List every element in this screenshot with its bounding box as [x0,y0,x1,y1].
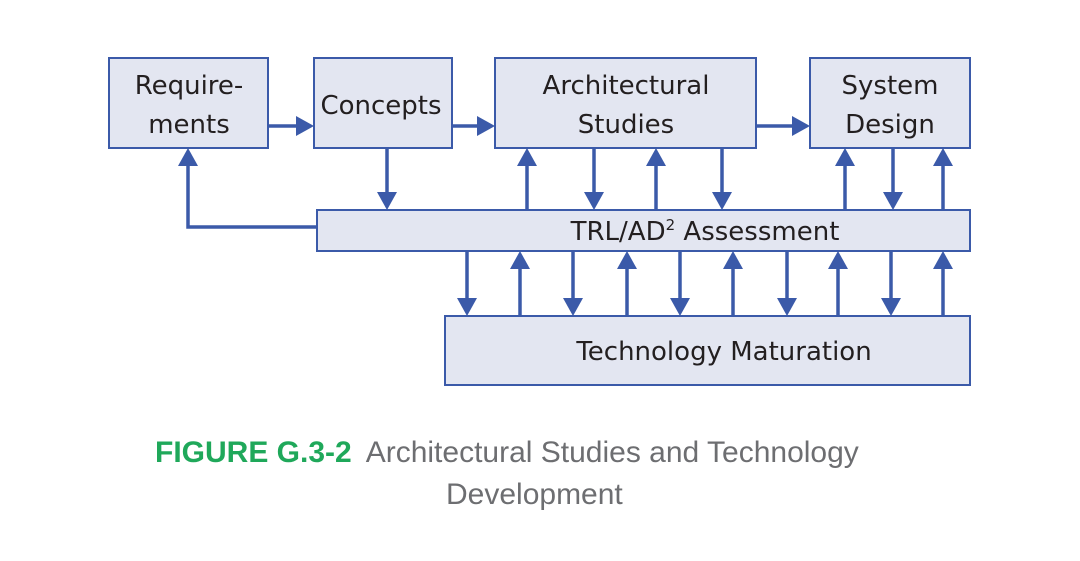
figure-caption-line1: FIGURE G.3-2 Architectural Studies and Te… [155,436,859,470]
trl-assessment-label: TRL/AD2 Assessment [570,216,840,247]
system-design-label-line1: System [842,71,939,101]
arrowhead-icon [670,298,690,316]
caption-text: Architectural Studies and Technology [365,436,859,469]
arrowhead-icon [883,192,903,210]
arrowhead-icon [584,192,604,210]
arrowhead-icon [510,251,530,269]
architectural-studies-label-line2: Studies [578,110,674,140]
arrowhead-icon [563,298,583,316]
arrowhead-icon [933,251,953,269]
concepts-box [313,57,453,149]
figure-caption-line2: Development [446,478,623,511]
technology-maturation-box [444,315,971,386]
trl-assessment-box [316,209,971,252]
requirements-label-line1: Require- [135,71,244,101]
arrowhead-icon [617,251,637,269]
arrowhead-icon [377,192,397,210]
arrowhead-icon [723,251,743,269]
arrows [178,116,953,316]
arrowhead-icon [517,148,537,166]
arrowhead-icon [712,192,732,210]
arrowhead-icon [457,298,477,316]
arrowhead-icon [792,116,810,136]
arrowhead-icon [646,148,666,166]
concepts-label: Concepts [320,91,441,121]
arrowhead-icon [477,116,495,136]
requirements-box [108,57,269,149]
arrowhead-icon [835,148,855,166]
system-design-box [809,57,971,149]
arrowhead-icon [777,298,797,316]
arrowhead-icon [296,116,314,136]
arrowhead-icon [881,298,901,316]
figure-label: FIGURE G.3-2 [155,436,352,469]
architectural-studies-label-line1: Architectural [543,71,710,101]
technology-maturation-label: Technology Maturation [575,337,871,367]
architectural-studies-box [494,57,757,149]
connector-line [186,160,317,229]
system-design-label-line2: Design [845,110,935,140]
arrowhead-icon [828,251,848,269]
arrowhead-icon [178,148,198,166]
requirements-label-line2: ments [148,110,230,140]
arrowhead-icon [933,148,953,166]
